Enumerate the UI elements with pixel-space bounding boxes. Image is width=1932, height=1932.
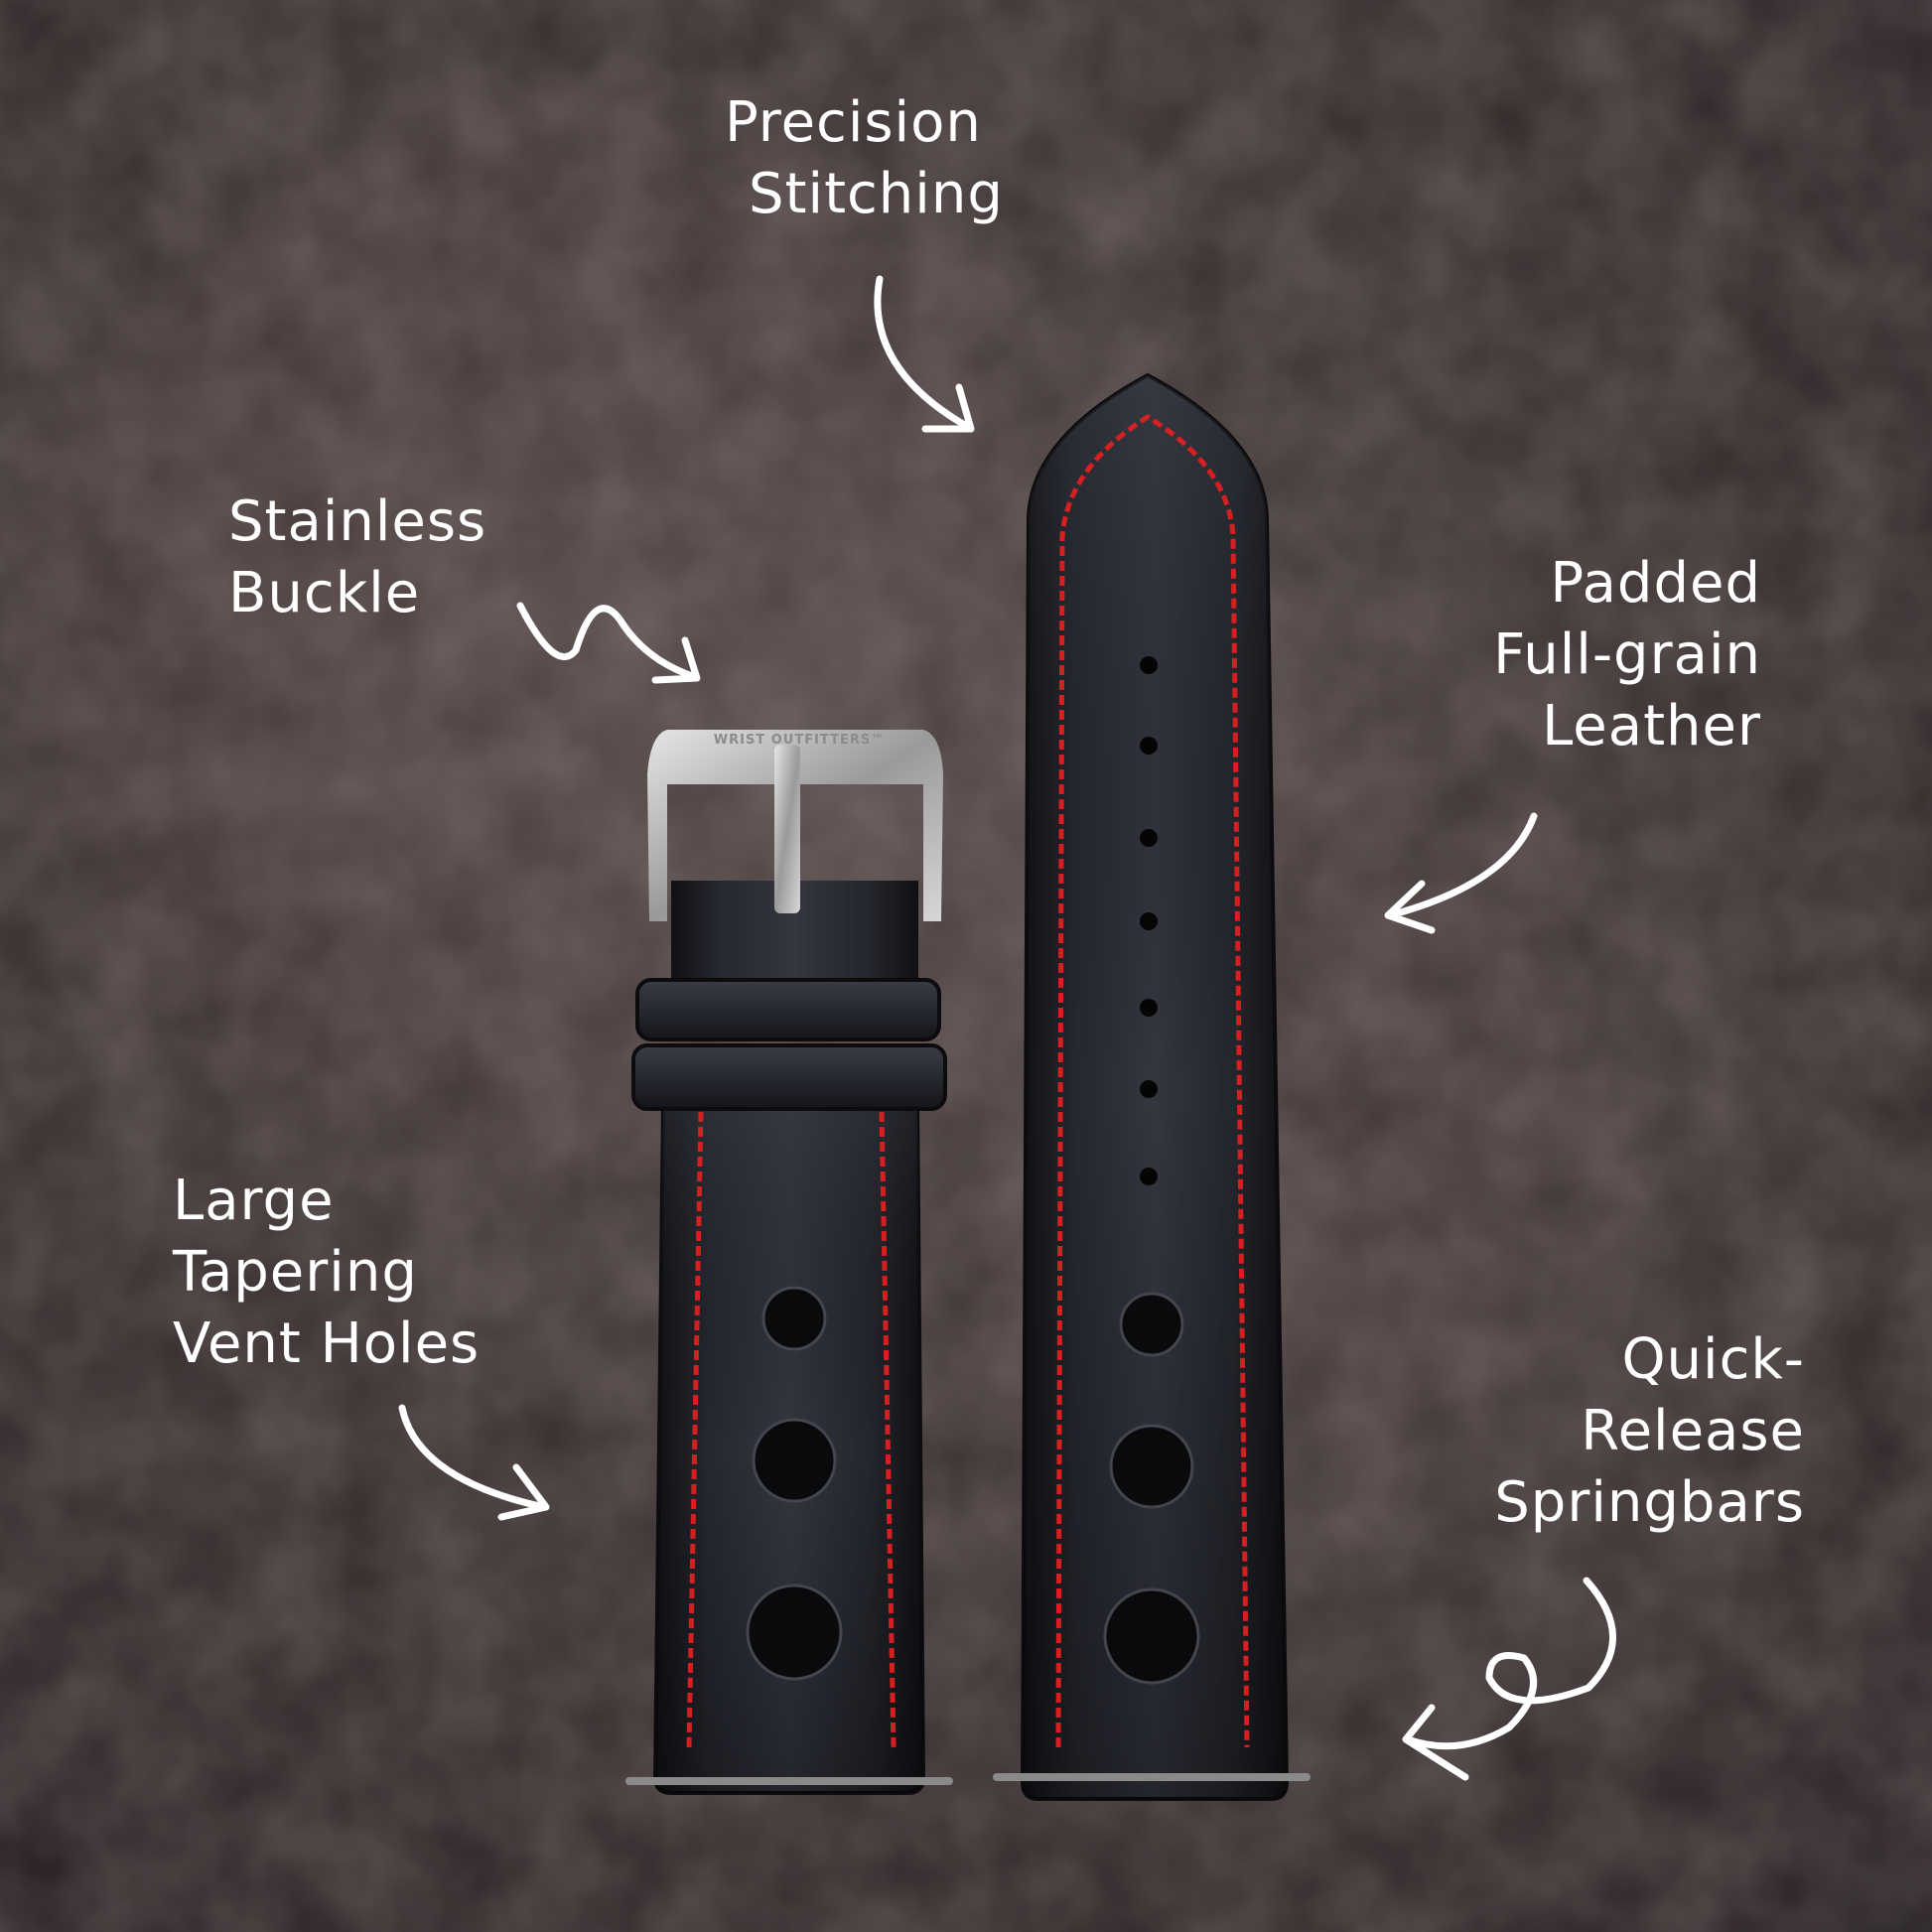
keeper [635, 978, 941, 1041]
springbar-right [993, 1773, 1311, 1781]
buckle-logo: WRIST OUTFITTERS™ [713, 733, 886, 748]
springbar-left [625, 1777, 953, 1785]
callout-padded-leather: Padded Full-grain Leather [1493, 548, 1761, 762]
callout-line: Padded [1550, 551, 1761, 616]
stainless-buckle [647, 730, 943, 921]
callout-line: Stitching [749, 162, 1004, 226]
callout-line: Release [1581, 1399, 1805, 1463]
callout-line: Vent Holes [173, 1311, 481, 1376]
callout-line: Precision [725, 90, 982, 155]
callout-springbars: Quick- Release Springbars [1494, 1324, 1805, 1539]
adjustment-holes [1140, 656, 1158, 1185]
vent-holes-left [746, 1286, 843, 1681]
arrow-icon [516, 602, 701, 684]
callout-line: Stainless [228, 489, 487, 554]
callout-line: Springbars [1494, 1470, 1805, 1535]
callout-line: Quick- [1621, 1327, 1805, 1392]
callout-line: Full-grain [1493, 622, 1761, 687]
buckle-tongue [774, 745, 800, 913]
buckle-strap [625, 881, 953, 1795]
callout-stainless-buckle: Stainless Buckle [228, 486, 486, 629]
callout-vent-holes: Large Tapering Vent Holes [173, 1166, 480, 1380]
arrow-icon [1384, 812, 1538, 934]
arrow-icon [1402, 1577, 1616, 1781]
long-strap [993, 372, 1311, 1801]
callout-line: Tapering [173, 1240, 418, 1305]
keeper [631, 1043, 947, 1111]
callout-line: Leather [1542, 694, 1761, 759]
callout-precision-stitching: Precision Stitching [725, 87, 1004, 230]
arrow-icon [874, 275, 975, 433]
callout-line: Buckle [228, 561, 421, 625]
callout-line: Large [173, 1169, 335, 1233]
vent-holes-right [1103, 1292, 1200, 1685]
arrow-icon [398, 1404, 550, 1521]
